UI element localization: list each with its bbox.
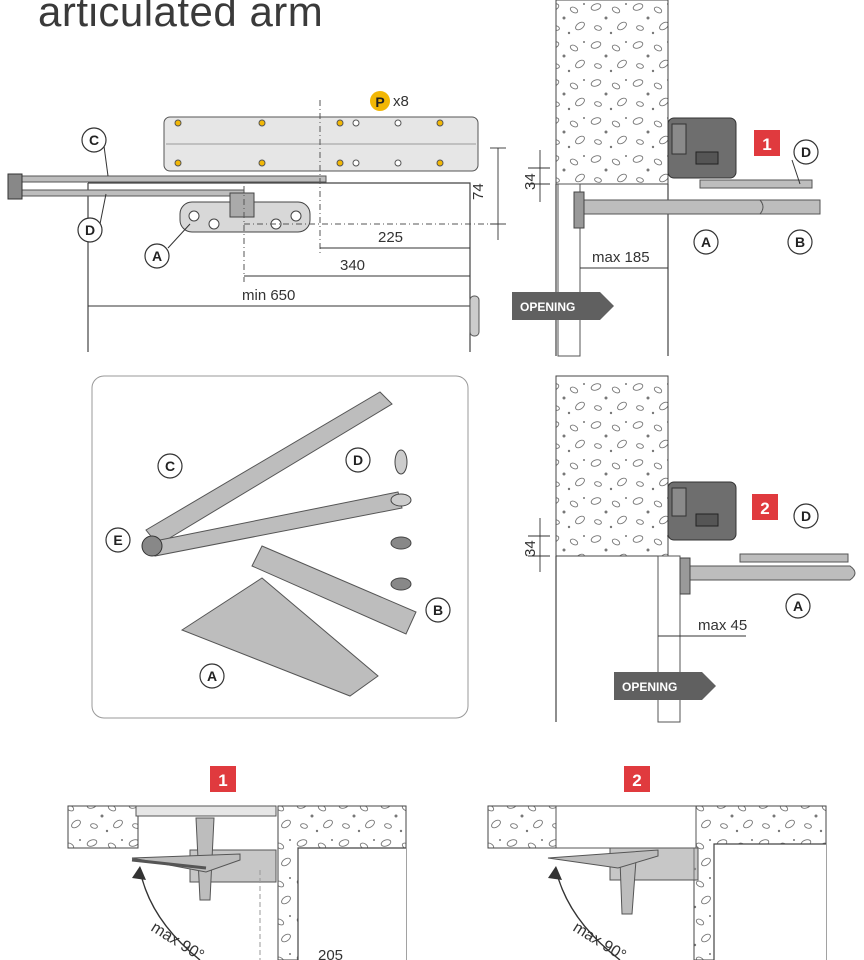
top-view-2: 2 max 90° <box>487 766 827 960</box>
exploded-arm-b <box>251 545 417 635</box>
badge-2-side <box>752 494 778 520</box>
dim-34-side1: 34 <box>522 173 539 190</box>
badge-1-side <box>754 130 780 156</box>
callout-a-front: A <box>152 248 162 264</box>
angle-label-1: max 90° <box>148 919 207 960</box>
callout-b-side1: B <box>795 234 805 250</box>
arm-a-side1 <box>579 199 764 215</box>
dim-340: 340 <box>340 257 365 274</box>
callout-e-exploded: E <box>113 532 122 548</box>
page-title: articulated arm <box>38 0 324 35</box>
callout-d-front: D <box>85 222 95 238</box>
hinge <box>469 295 480 337</box>
svg-text:2: 2 <box>760 499 769 518</box>
svg-text:OPENING: OPENING <box>520 300 575 314</box>
swing-arc-2 <box>555 869 621 960</box>
svg-text:1: 1 <box>218 771 227 790</box>
callout-b-exploded: B <box>433 602 443 618</box>
swing-arc-1 <box>139 869 201 960</box>
opening-arrow-1 <box>512 292 614 320</box>
svg-text:P: P <box>375 94 384 110</box>
callout-c-exploded: C <box>165 458 175 474</box>
exploded-view: C D E B A <box>91 375 469 719</box>
badge-1-bottom <box>210 766 236 792</box>
dim-205: 205 <box>318 947 343 960</box>
callout-d-side1: D <box>801 144 811 160</box>
exploded-bracket-a <box>180 577 379 697</box>
top-view-1: 1 max 90° 205 <box>67 766 407 960</box>
arm-d <box>7 189 245 197</box>
callout-d-side2: D <box>801 508 811 524</box>
side-view-2: 34 max 45 OPENING 2 D A <box>522 375 856 723</box>
screw-p-marker <box>370 91 390 111</box>
dim-max185: max 185 <box>592 249 650 266</box>
dim-min650: min 650 <box>242 287 295 304</box>
callout-c-front: C <box>89 132 99 148</box>
angle-label-2: max 90° <box>570 919 629 960</box>
callout-a-exploded: A <box>207 668 217 684</box>
callout-a-side1: A <box>701 234 711 250</box>
arm-c <box>7 175 327 183</box>
dim-74: 74 <box>470 183 487 200</box>
svg-text:OPENING: OPENING <box>622 680 677 694</box>
callout-d-exploded: D <box>353 452 363 468</box>
front-view: 225 340 min 650 74 P x8 C D A <box>7 91 506 352</box>
svg-text:1: 1 <box>762 135 771 154</box>
svg-text:2: 2 <box>632 771 641 790</box>
screw-markers <box>174 119 444 167</box>
arm-a-side2 <box>685 565 856 581</box>
screws-qty: x8 <box>393 93 409 110</box>
dim-225: 225 <box>378 229 403 246</box>
dim-34-side2: 34 <box>522 540 539 557</box>
badge-2-bottom <box>624 766 650 792</box>
callout-a-side2: A <box>793 598 803 614</box>
dim-max45: max 45 <box>698 617 747 634</box>
door-outline <box>88 182 471 352</box>
side-view-1: 34 max 185 OPENING 1 D A B <box>512 0 821 357</box>
opening-arrow-2 <box>614 672 716 700</box>
